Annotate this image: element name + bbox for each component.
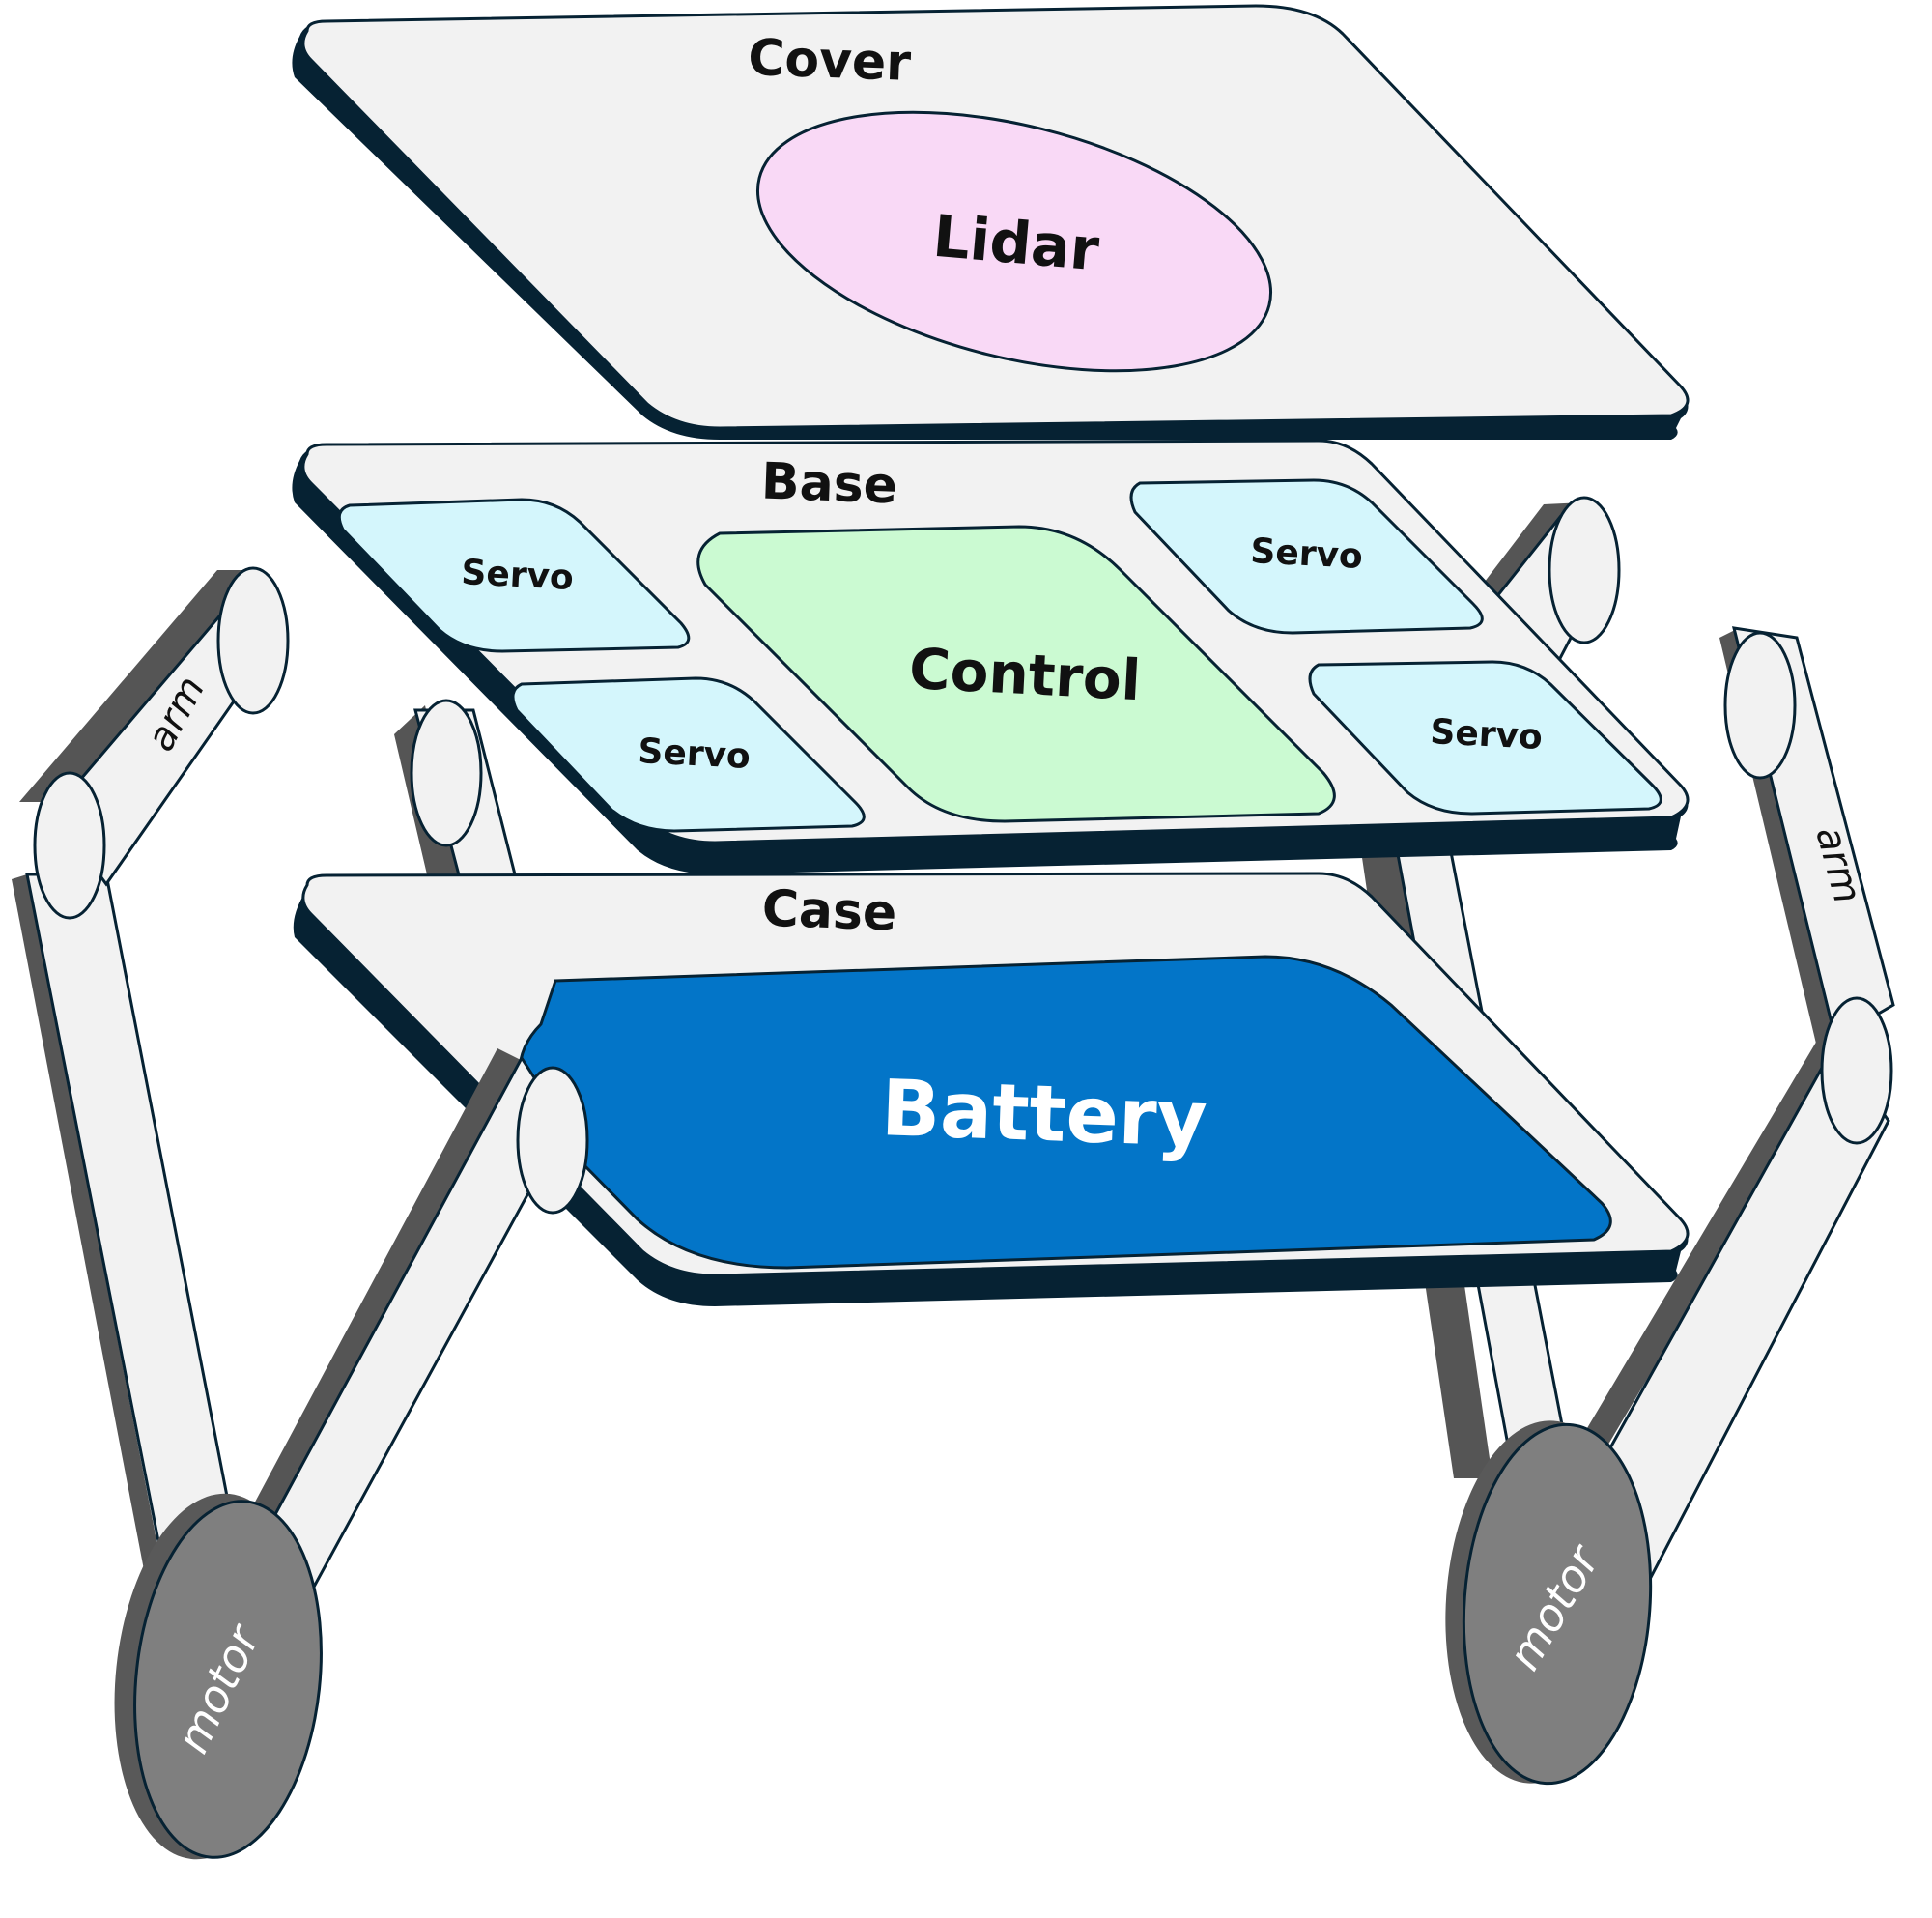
pivot-circle — [516, 1066, 589, 1215]
arm-label: arm — [1495, 974, 1497, 977]
servo-label: Servo — [1249, 531, 1363, 577]
pivot-circle — [1548, 496, 1621, 644]
cover-plate: Cover Lidar — [292, 4, 1690, 440]
pivot-circle — [216, 566, 290, 715]
pivot-circle — [1723, 631, 1797, 780]
servo-block: Servo — [511, 676, 866, 833]
cover-label: Cover — [747, 29, 912, 93]
control-block: Control — [696, 525, 1336, 823]
lidar-disc: Lidar — [755, 110, 1273, 373]
servo-block: Servo — [1129, 478, 1484, 635]
servo-label: Servo — [460, 553, 574, 598]
pivot-circle — [1820, 996, 1893, 1145]
base-label: Base — [760, 453, 898, 516]
servo-block: Servo — [1308, 660, 1662, 816]
battery-label: Battery — [880, 1063, 1208, 1164]
servo-label: Servo — [637, 731, 751, 777]
lidar-label: Lidar — [930, 203, 1102, 285]
base-plate: Base Servo Servo Servo Servo Control — [292, 439, 1690, 874]
case-label: Case — [761, 880, 897, 943]
case-plate: Case Battery — [293, 872, 1690, 1306]
left-inner-arm-lower — [237, 1048, 589, 1602]
left-outer-arm: arm — [12, 566, 290, 1575]
left-motor: motor — [114, 1493, 323, 1860]
servo-label: Servo — [1429, 712, 1543, 758]
pivot-circle — [410, 699, 483, 847]
right-motor: motor — [1445, 1420, 1653, 1786]
right-front-arm: arm — [1575, 626, 1895, 1589]
servo-block: Servo — [337, 498, 691, 653]
control-label: Control — [908, 636, 1143, 713]
battery-block: Battery — [518, 955, 1612, 1270]
pivot-circle — [33, 771, 106, 920]
